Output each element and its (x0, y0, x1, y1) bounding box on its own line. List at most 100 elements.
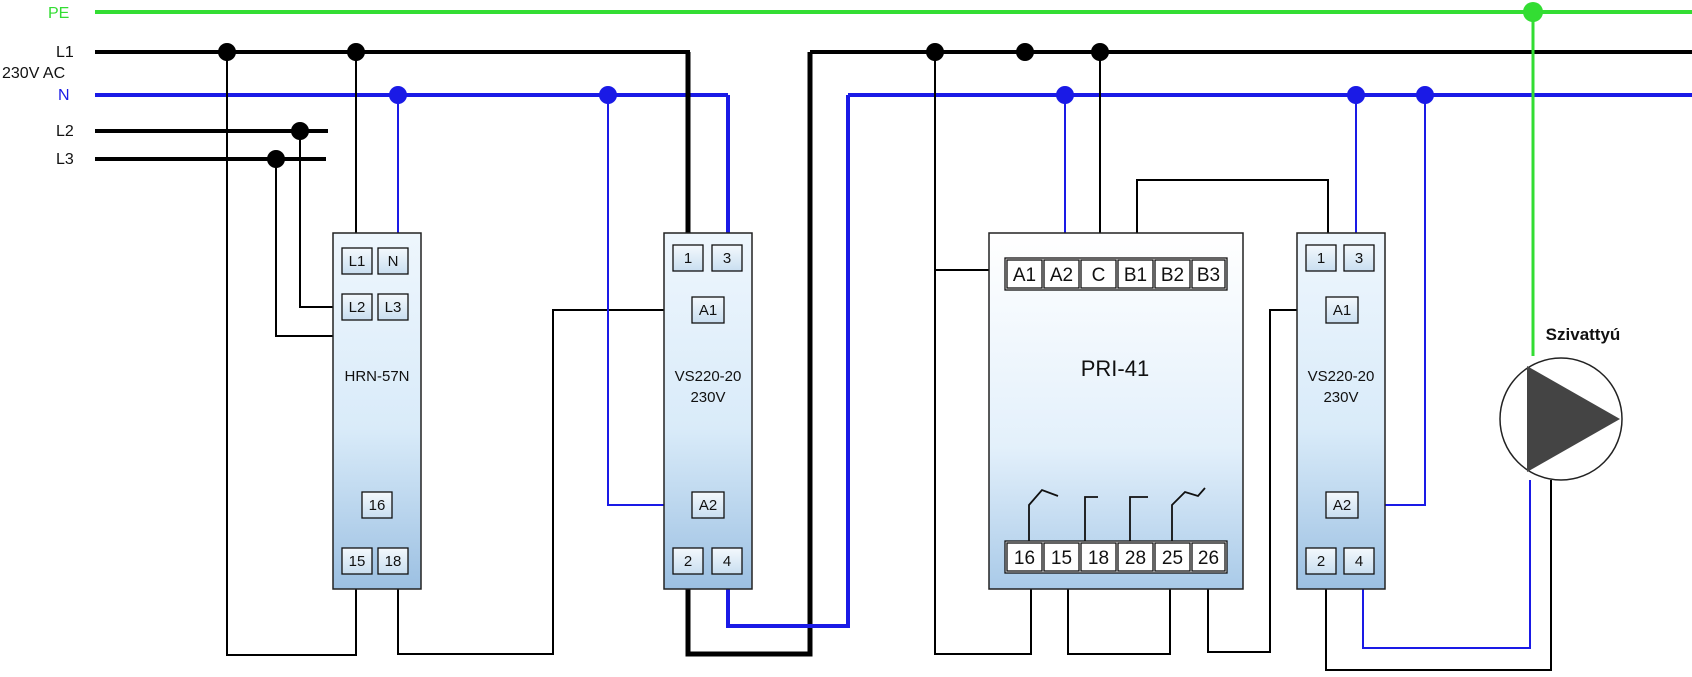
hrn-terminal-18: 18 (377, 547, 409, 575)
svg-text:28: 28 (1125, 548, 1146, 569)
pri-bottom-terminals: 16 15 18 28 25 26 (1006, 542, 1226, 572)
pump-label: Szivattyú (1546, 325, 1621, 344)
svg-text:25: 25 (1162, 548, 1183, 569)
l1-label: L1 (56, 44, 74, 61)
contact-25-26-switch (1171, 487, 1206, 541)
pri-contact-symbols (1028, 487, 1206, 541)
junctions (218, 2, 1543, 168)
wire-vs2-4-pump (1362, 480, 1531, 649)
wire-vs1-4-return (726, 95, 850, 628)
vs2-terminal-a1: A1 (1325, 296, 1359, 324)
junction-l1-e (1091, 43, 1109, 61)
hrn-terminal-l1: L1 (341, 247, 373, 275)
pri-terminal-a1: A1 (1006, 259, 1043, 289)
vs2-body (1296, 232, 1386, 590)
junction-n-e (1416, 86, 1434, 104)
pri-terminal-25: 25 (1154, 542, 1191, 572)
contact-28-fixed (1129, 496, 1148, 541)
junction-l1-b (347, 43, 365, 61)
wire-hrn18-vs1a1 (397, 309, 692, 655)
svg-text:B1: B1 (1124, 265, 1147, 286)
pri-terminal-b1: B1 (1117, 259, 1154, 289)
svg-text:1: 1 (684, 250, 692, 267)
svg-text:16: 16 (1014, 548, 1035, 569)
svg-text:L3: L3 (385, 299, 402, 316)
l3-label: L3 (56, 151, 74, 168)
vs2-name: VS220-20 (1308, 368, 1375, 385)
contact-18-fixed (1084, 496, 1098, 541)
pri-terminal-15: 15 (1043, 542, 1080, 572)
pri-terminal-b3: B3 (1191, 259, 1226, 289)
pri-terminal-c: C (1080, 259, 1117, 289)
pri-terminal-b2: B2 (1154, 259, 1191, 289)
svg-text:A1: A1 (1333, 302, 1351, 319)
pri-top-terminals: A1 A2 C B1 B2 B3 (1006, 259, 1226, 289)
svg-text:A2: A2 (699, 497, 717, 514)
vs1-terminal-a2: A2 (691, 491, 725, 519)
junction-l1-d (1016, 43, 1034, 61)
junction-l3 (267, 150, 285, 168)
hrn-terminal-l3: L3 (377, 293, 409, 321)
junction-l1-a (218, 43, 236, 61)
vs220-module-2: 1 3 A1 VS220-20 230V A2 2 4 (1296, 232, 1386, 590)
svg-text:2: 2 (684, 553, 692, 570)
svg-text:16: 16 (369, 497, 386, 514)
vs2-terminal-3: 3 (1343, 244, 1375, 272)
hrn-terminal-l2: L2 (341, 293, 373, 321)
svg-text:N: N (388, 253, 399, 270)
pri-terminal-18: 18 (1080, 542, 1117, 572)
bus-labels: PE L1 230V AC N L2 L3 (2, 5, 74, 168)
vs1-terminal-a1: A1 (691, 296, 725, 324)
pe-label: PE (48, 5, 69, 22)
bus-lines (95, 10, 1692, 161)
svg-text:2: 2 (1317, 553, 1325, 570)
junction-l1-c (926, 43, 944, 61)
junction-n-d (1347, 86, 1365, 104)
l2-label: L2 (56, 123, 74, 140)
svg-text:4: 4 (1355, 553, 1363, 570)
pri-41-module: A1 A2 C B1 B2 B3 PRI-41 (988, 232, 1244, 590)
hrn-terminal-16: 16 (361, 491, 393, 519)
svg-text:3: 3 (723, 250, 731, 267)
svg-text:26: 26 (1198, 548, 1219, 569)
vs1-terminal-4: 4 (711, 547, 743, 575)
thick-blue-wires (726, 95, 850, 628)
vs1-voltage: 230V (690, 389, 725, 406)
vs2-terminal-a2: A2 (1325, 491, 1359, 519)
svg-text:18: 18 (1088, 548, 1109, 569)
vs1-body (663, 232, 753, 590)
svg-text:18: 18 (385, 553, 402, 570)
vs2-voltage: 230V (1323, 389, 1358, 406)
vs1-terminal-3: 3 (711, 244, 743, 272)
vs2-terminal-4: 4 (1343, 547, 1375, 575)
pump: Szivattyú (1499, 325, 1623, 481)
n-label: N (58, 87, 70, 104)
svg-text:L2: L2 (349, 299, 366, 316)
svg-text:A2: A2 (1333, 497, 1351, 514)
vs2-terminal-2: 2 (1305, 547, 1337, 575)
svg-text:4: 4 (723, 553, 731, 570)
svg-text:L1: L1 (349, 253, 366, 270)
contact-16-18-switch (1028, 488, 1059, 541)
vs220-module-1: 1 3 A1 VS220-20 230V A2 2 4 (663, 232, 753, 590)
hrn-name: HRN-57N (344, 368, 409, 385)
hrn-57n-module: L1 N L2 L3 HRN-57N 16 15 18 (332, 232, 422, 590)
hrn-terminal-n: N (377, 247, 409, 275)
junction-n-a (389, 86, 407, 104)
pri-terminal-26: 26 (1191, 542, 1226, 572)
svg-text:15: 15 (1051, 548, 1072, 569)
svg-text:A2: A2 (1050, 265, 1073, 286)
wire-pri15-25 (1067, 578, 1171, 655)
hrn-body (332, 232, 422, 590)
svg-text:3: 3 (1355, 250, 1363, 267)
wire-vs1-2-return (685, 52, 813, 657)
voltage-label: 230V AC (2, 65, 65, 82)
junction-n-b (599, 86, 617, 104)
svg-text:A1: A1 (699, 302, 717, 319)
hrn-terminal-15: 15 (341, 547, 373, 575)
junction-l2 (291, 122, 309, 140)
wire-hrn-l2 (299, 131, 342, 308)
vs1-name: VS220-20 (675, 368, 742, 385)
